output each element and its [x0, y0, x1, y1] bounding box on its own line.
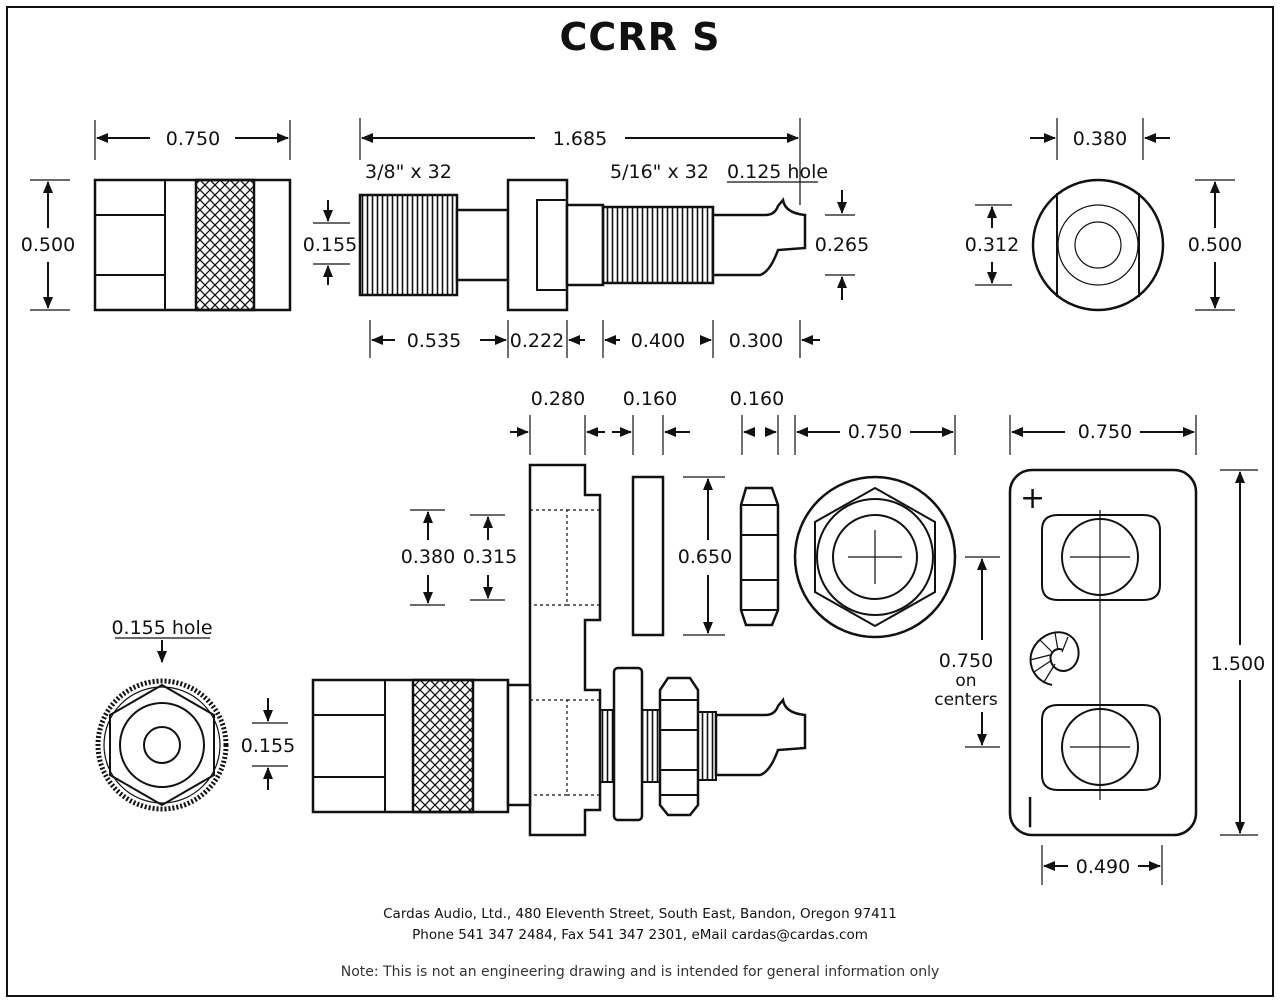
svg-text:0.490: 0.490: [1076, 856, 1130, 878]
end-view: [1031, 178, 1165, 312]
svg-text:0.315: 0.315: [463, 546, 517, 568]
terminal-plate: [1008, 468, 1198, 837]
dimension-segments: 0.535 0.222 0.400 0.300: [369, 320, 820, 358]
dimension-block-step-outer: 0.380: [401, 509, 455, 606]
svg-text:1.500: 1.500: [1211, 653, 1265, 675]
svg-text:0.300: 0.300: [729, 330, 783, 352]
svg-text:0.400: 0.400: [631, 330, 685, 352]
dimension-plate-height: 1.500: [1211, 469, 1265, 836]
svg-text:0.650: 0.650: [678, 546, 732, 568]
dimension-end-height-inner: 0.312: [965, 204, 1019, 286]
nautilus-logo: [1029, 631, 1080, 686]
svg-text:0.160: 0.160: [730, 388, 784, 410]
washer: [631, 475, 665, 637]
footer-note: Note: This is not an engineering drawing…: [341, 964, 940, 980]
svg-text:on: on: [955, 671, 976, 691]
label-hole-small: 0.125 hole: [727, 161, 828, 183]
dimension-pin-dia: 0.155: [303, 200, 357, 285]
dimension-overall-length: 1.685: [359, 118, 801, 205]
footer-address: Cardas Audio, Ltd., 480 Eleventh Street,…: [383, 906, 897, 922]
svg-text:0.155: 0.155: [241, 735, 295, 757]
dimension-plate-width: 0.750: [1009, 415, 1197, 455]
drawing-border: [6, 6, 1274, 997]
footer-contact: Phone 541 347 2484, Fax 541 347 2301, eM…: [412, 927, 868, 943]
svg-text:1.685: 1.685: [553, 128, 607, 150]
svg-text:0.380: 0.380: [1073, 128, 1127, 150]
dimension-hex-width: 0.750: [794, 415, 956, 455]
post-side-view: [358, 178, 807, 312]
dimension-centers: 0.750 on centers: [934, 556, 1000, 748]
svg-text:0.155: 0.155: [303, 234, 357, 256]
dimension-nut-width: 0.160: [730, 388, 784, 455]
svg-text:0.750: 0.750: [939, 650, 993, 672]
minus-sign: |: [1025, 793, 1035, 828]
front-knurled-view: [95, 678, 229, 812]
label-thread-small: 5/16" x 32: [610, 161, 709, 183]
dimension-end-height-outer: 0.500: [1188, 179, 1242, 311]
nut-side: [739, 486, 780, 627]
insulator-block: [528, 463, 602, 837]
svg-text:0.500: 0.500: [21, 234, 75, 256]
dimension-block-width: 0.280: [510, 388, 605, 455]
svg-text:0.280: 0.280: [531, 388, 585, 410]
dimension-plate-hole-spacing: 0.490: [1041, 845, 1163, 885]
svg-text:0.265: 0.265: [815, 234, 869, 256]
hex-nut-face: [793, 475, 957, 639]
label-hole-large: 0.155 hole: [111, 617, 212, 639]
svg-text:0.750: 0.750: [1078, 421, 1132, 443]
svg-text:0.380: 0.380: [401, 546, 455, 568]
svg-text:0.750: 0.750: [848, 421, 902, 443]
svg-text:centers: centers: [934, 690, 998, 710]
drawing-title: CCRR S: [560, 15, 721, 59]
dimension-front-pin-dia: 0.155: [241, 698, 295, 790]
svg-text:0.535: 0.535: [407, 330, 461, 352]
plus-sign: +: [1020, 481, 1045, 516]
dimension-top-body-height: 0.500: [21, 179, 75, 311]
dimension-washer-height: 0.650: [678, 476, 732, 636]
dimension-tail-height: 0.265: [815, 190, 869, 300]
dimension-block-step-inner: 0.315: [463, 514, 517, 601]
dimension-washer-width: 0.160: [612, 388, 690, 455]
assembled-side-view: [311, 666, 807, 822]
dimension-end-inner: 0.380: [1030, 118, 1170, 160]
dimension-top-body-width: 0.750: [94, 120, 291, 160]
svg-text:0.222: 0.222: [510, 330, 564, 352]
svg-text:0.750: 0.750: [166, 128, 220, 150]
svg-text:0.160: 0.160: [623, 388, 677, 410]
label-thread-large: 3/8" x 32: [365, 161, 452, 183]
svg-text:0.500: 0.500: [1188, 234, 1242, 256]
svg-text:0.312: 0.312: [965, 234, 1019, 256]
body-side-view: [93, 178, 292, 312]
